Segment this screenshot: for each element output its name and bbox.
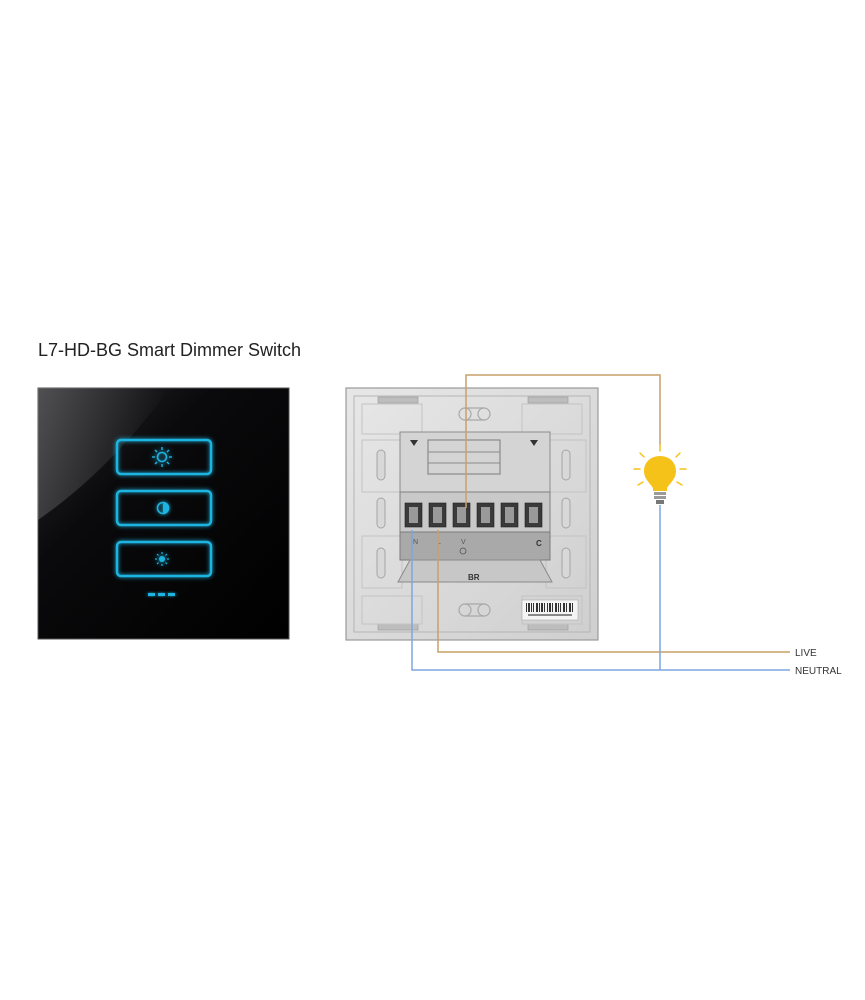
light-bulb-icon: [633, 444, 687, 504]
terminal-mark-v: V: [461, 539, 466, 546]
front-panel: [37, 387, 290, 640]
barcode-sticker: [521, 599, 579, 621]
sun-bright-icon: [152, 447, 172, 467]
ground-icon: [459, 547, 467, 555]
live-label: LIVE: [795, 648, 817, 659]
sun-dim-icon: [155, 552, 169, 566]
diagram-title: L7-HD-BG Smart Dimmer Switch: [38, 340, 302, 360]
terminal-label-strip: [399, 531, 551, 561]
module-housing: [399, 431, 551, 493]
wiring: [411, 374, 790, 671]
load-wire: [465, 374, 661, 508]
half-circle-icon: [156, 501, 170, 515]
neutral-label: NEUTRAL: [795, 666, 842, 677]
terminal-mark-c: C: [536, 539, 542, 548]
brightness-down-button[interactable]: [115, 540, 213, 578]
terminal-mark-n: N: [413, 539, 418, 546]
brightness-up-button[interactable]: [115, 438, 213, 476]
dash-indicator: [148, 593, 175, 596]
back-panel: N L V C BR: [345, 387, 599, 641]
live-wire: [437, 530, 790, 653]
toggle-button[interactable]: [115, 489, 213, 527]
mount-hole-top: [458, 407, 491, 421]
glass-reflection: [38, 388, 170, 520]
terminal-mark-l: L: [437, 539, 441, 546]
mount-hole-bottom: [458, 603, 491, 617]
brand-mark: BR: [468, 573, 480, 582]
neutral-wire: [411, 530, 790, 671]
